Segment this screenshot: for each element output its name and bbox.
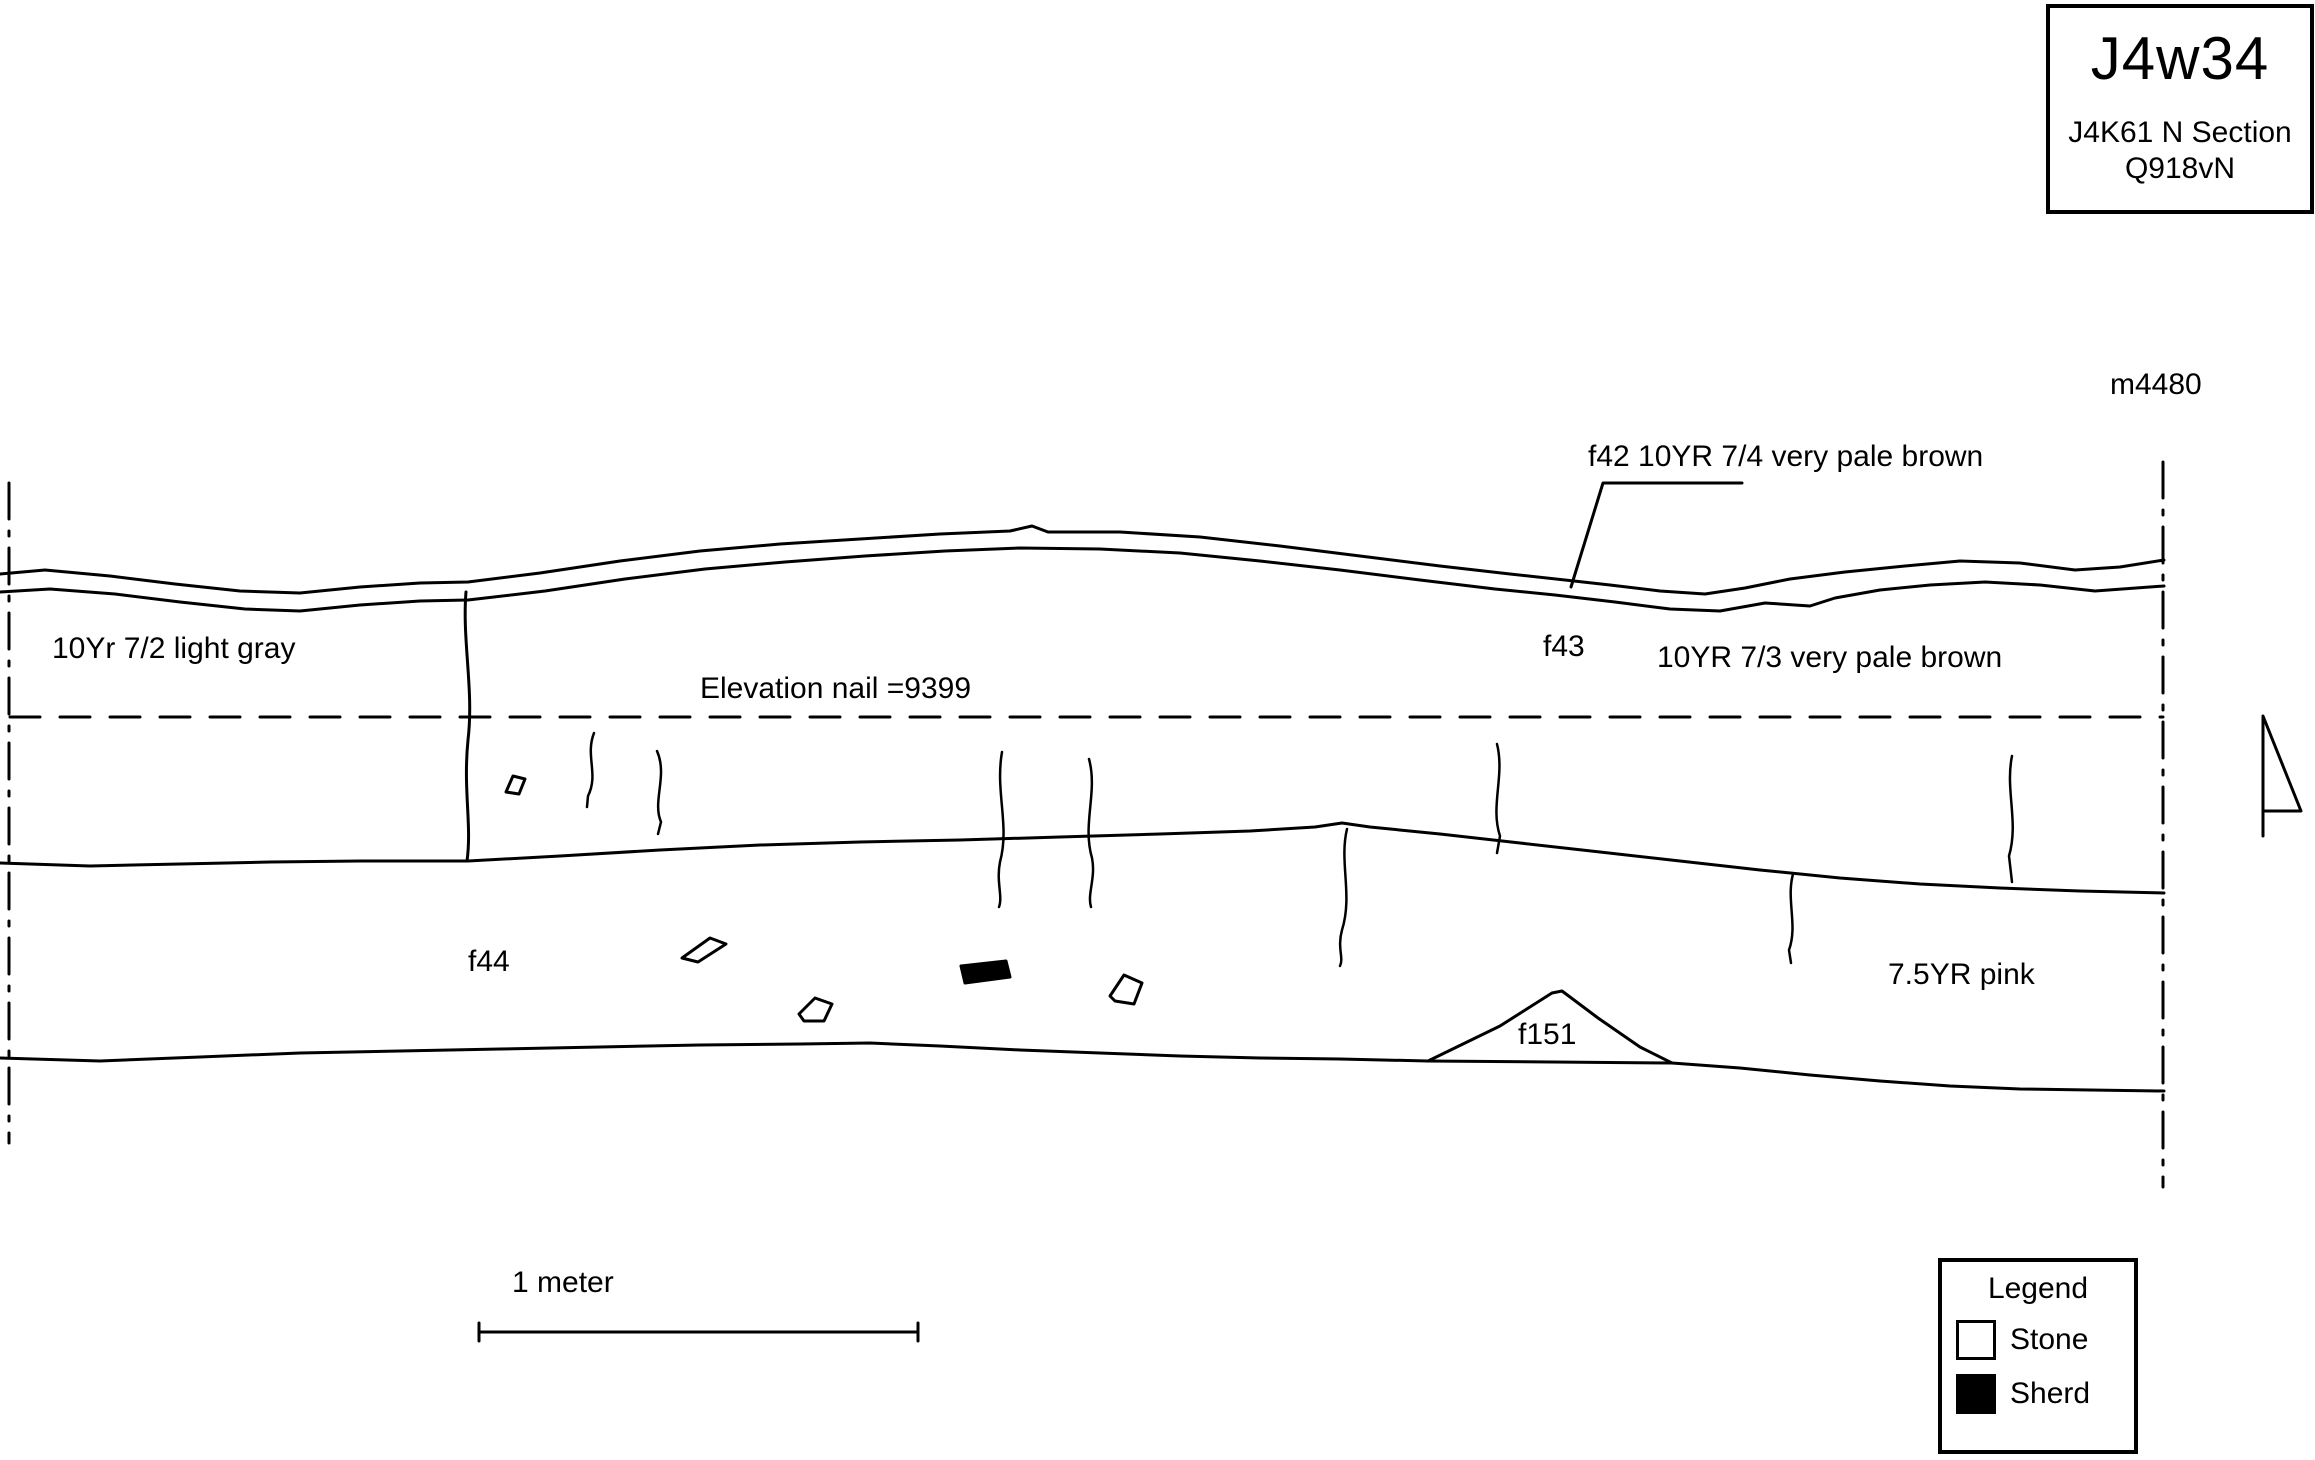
drawing-title: J4w34	[2090, 25, 2270, 92]
stratum-boundary-lower	[0, 1041, 2166, 1093]
crack-line	[997, 750, 1005, 909]
stone	[1108, 973, 1144, 1006]
crack-line	[1495, 742, 1502, 855]
stone-swatch-icon	[1956, 1320, 1996, 1360]
north-arrow-icon	[2261, 714, 2303, 838]
legend-item-label: Stone	[2010, 1323, 2089, 1356]
stratum-boundary-middle	[0, 821, 2166, 895]
crack-lines	[585, 731, 2014, 968]
elevation-nail-label: Elevation nail =9399	[700, 672, 972, 705]
f42-layer-label: f42 10YR 7/4 very pale brown	[1588, 440, 1984, 473]
drawing-subtitle-2: Q918vN	[2124, 152, 2236, 185]
pink-layer-label: 7.5YR pink	[1888, 958, 2035, 991]
crack-line	[585, 731, 596, 809]
top-surface-line-upper	[0, 524, 2166, 596]
layer-divider-wavy	[463, 590, 472, 863]
crack-line	[1338, 827, 1349, 968]
stone	[504, 774, 527, 796]
legend-item-stone: Stone	[1956, 1320, 2134, 1360]
marker-label: m4480	[2110, 368, 2202, 401]
scale-bar-label: 1 meter	[512, 1266, 614, 1299]
light-gray-layer-label: 10Yr 7/2 light gray	[52, 632, 296, 665]
legend-title: Legend	[1987, 1272, 2089, 1305]
crack-line	[1087, 757, 1095, 909]
sherd	[959, 959, 1012, 985]
pale-brown-layer-label: 10YR 7/3 very pale brown	[1657, 641, 2003, 674]
f44-label: f44	[468, 945, 510, 978]
drawing-subtitle-1: J4K61 N Section	[2068, 116, 2292, 149]
stone	[680, 936, 728, 964]
top-surface-line-lower	[0, 546, 2166, 613]
legend-item-label: Sherd	[2010, 1377, 2091, 1410]
legend-item-sherd: Sherd	[1956, 1374, 2134, 1414]
crack-line	[1787, 872, 1795, 965]
f42-leader-line	[1569, 481, 1744, 589]
f151-mound	[1426, 989, 1674, 1065]
crack-line	[2007, 754, 2014, 884]
scale-bar-line	[477, 1321, 920, 1343]
legend-box: Legend Stone Sherd	[1938, 1258, 2138, 1454]
stone	[797, 996, 834, 1023]
sherd-swatch-icon	[1956, 1374, 1996, 1414]
crack-line	[655, 749, 663, 836]
title-box: J4w34 J4K61 N Section Q918vN	[2046, 4, 2314, 214]
f151-label: f151	[1518, 1018, 1577, 1051]
f43-label: f43	[1543, 630, 1585, 663]
